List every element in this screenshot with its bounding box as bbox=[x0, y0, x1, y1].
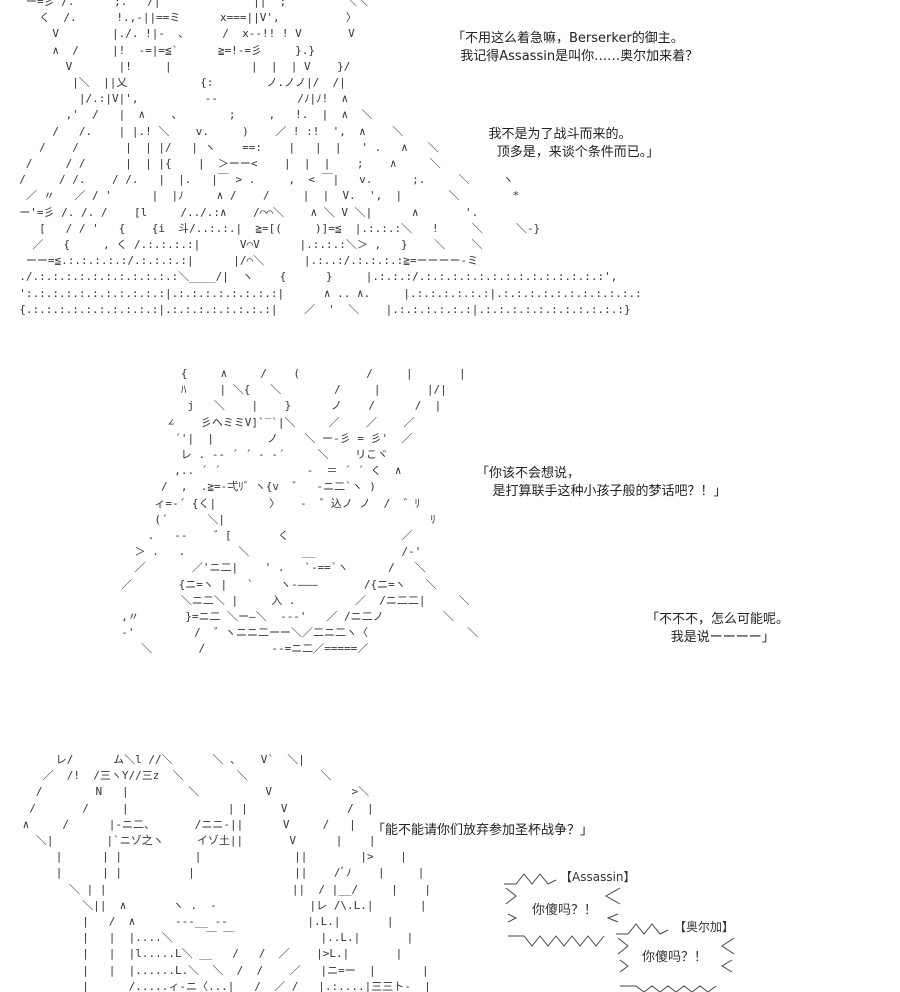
dialogue-line: 我不是为了战斗而来的。 bbox=[472, 127, 632, 142]
shout-text: 你傻吗？！ bbox=[532, 903, 598, 918]
shout-bubble-assassin: 【Assassin】 你傻吗？！ bbox=[504, 870, 636, 947]
dialogue-panel-3: 「能不能请你们放弃参加圣杯战争？」 bbox=[372, 822, 593, 840]
spike-outline-icon bbox=[504, 873, 621, 947]
dialogue-panel-2: 「你该不会想说， 是打算联手这种小孩子般的梦话吧？！」 bbox=[476, 465, 727, 501]
dialogue-line: 我是说ーーーー」 bbox=[646, 630, 775, 645]
dialogue-line: 顶多是，来谈个条件而已。」 bbox=[472, 145, 660, 160]
dialogue-line: 「不用这么着急嘛，Berserker的御主。 bbox=[452, 31, 684, 46]
ascii-art-panel-1: ー=彡 /. ;. /| || ; ＼＼ く /. !.,-||==ミ x===… bbox=[19, 0, 642, 316]
speaker-label: 【Assassin】 bbox=[560, 870, 636, 884]
dialogue-panel-1: 「不用这么着急嘛，Berserker的御主。 我记得Assassin是叫你……奥… bbox=[452, 30, 698, 102]
dialogue-line: 「不不不，怎么可能呢。 bbox=[646, 612, 790, 627]
dialogue-panel-2b: 「不不不，怎么可能呢。 我是说ーーーー」 bbox=[646, 611, 789, 647]
dialogue-line: 是打算联手这种小孩子般的梦话吧？！」 bbox=[476, 484, 727, 499]
shout-text: 你傻吗？！ bbox=[642, 950, 708, 965]
dialogue-line: 「能不能请你们放弃参加圣杯战争？」 bbox=[372, 823, 594, 838]
dialogue-line: 我记得Assassin是叫你……奥尔加来着？ bbox=[452, 49, 699, 64]
dialogue-line: 「你该不会想说， bbox=[476, 466, 581, 481]
ascii-art-panel-3: レ/ ム＼l //＼ ＼ 、 V` ＼| ／ /! /三ヽY//三z ＼ ＼ ＼… bbox=[22, 753, 431, 992]
speaker-label: 【奥尔加】 bbox=[674, 920, 735, 934]
dialogue-panel-1b: 我不是为了战斗而来的。 顶多是，来谈个条件而已。」 bbox=[472, 126, 660, 162]
spike-outline-icon bbox=[616, 923, 735, 992]
shout-bubble-olga: 【奥尔加】 你傻吗？！ bbox=[616, 920, 735, 992]
ascii-art-panel-2: { ∧ / ( / | | ﾊ | ＼{ ＼ / | |/| j ＼ | } ノ… bbox=[121, 367, 479, 656]
